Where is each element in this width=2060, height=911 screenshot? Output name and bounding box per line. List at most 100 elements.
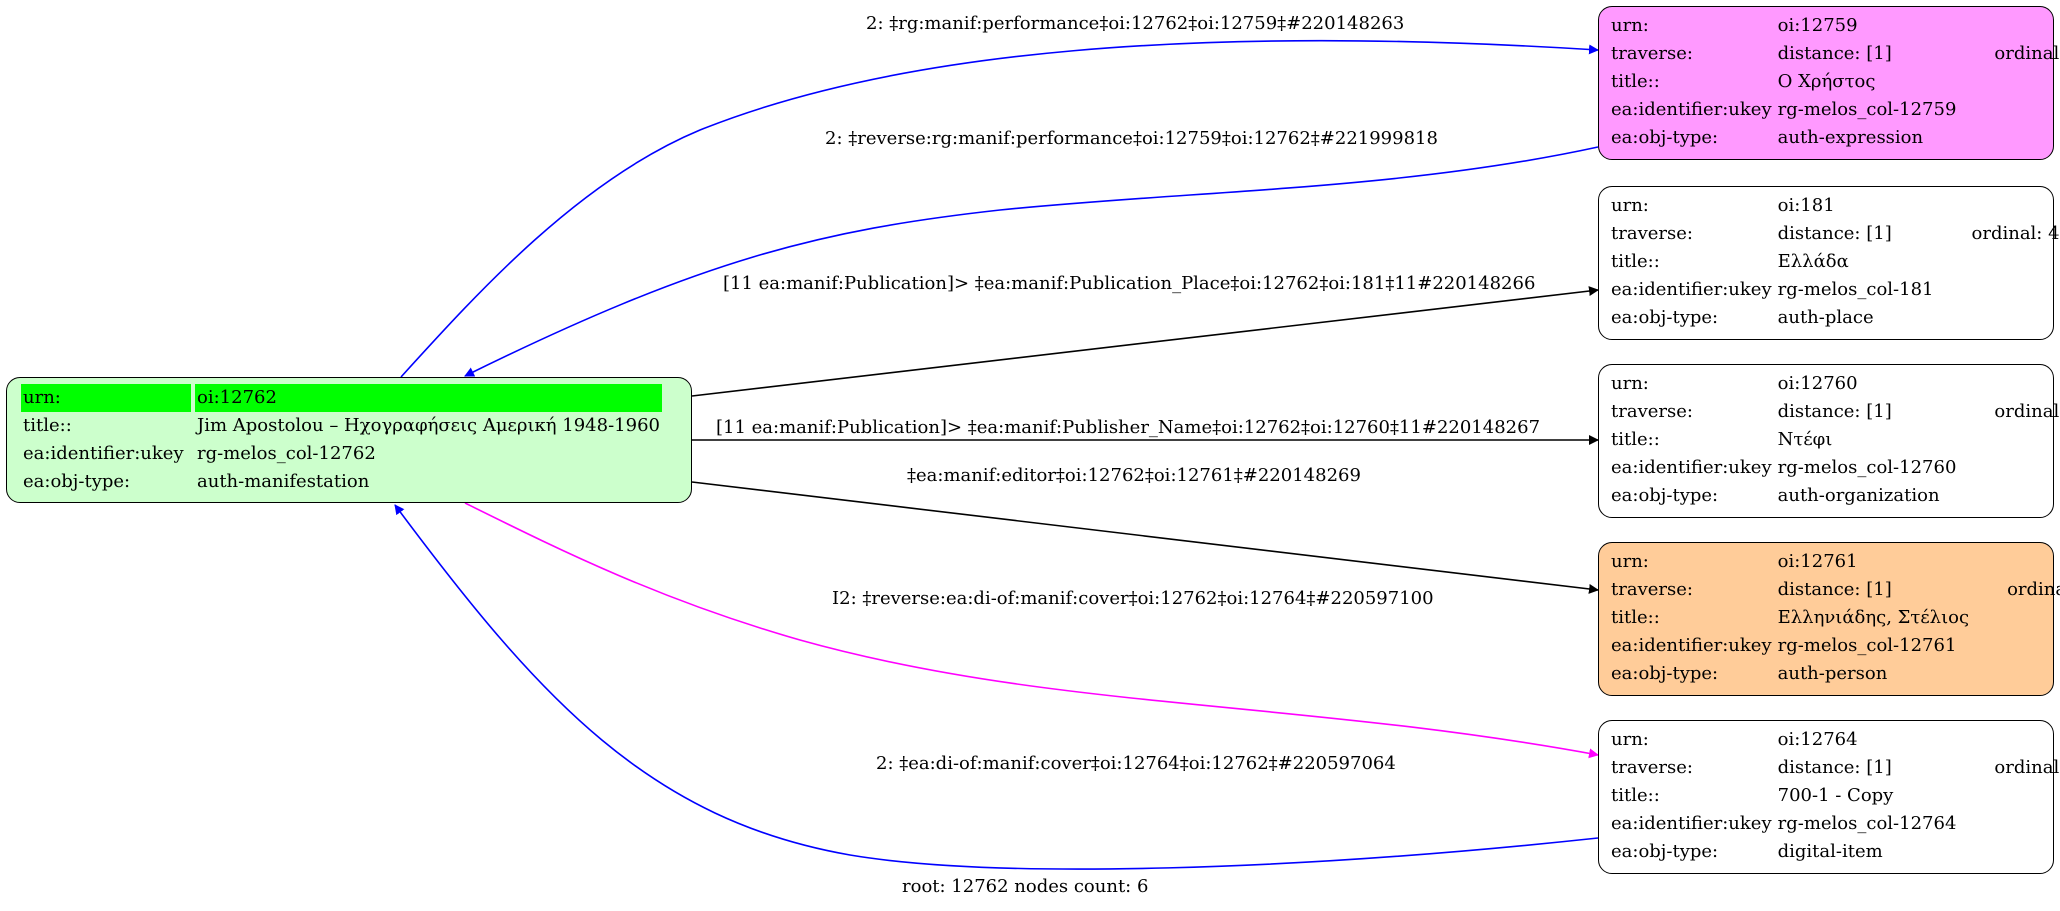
field-key: ea:identifier:ukey: [1611, 99, 1772, 120]
edge-label-publisher-name: [11 ea:manif:Publication]> ‡ea:manif:Pub…: [716, 417, 1541, 438]
field-value: auth-person: [1777, 663, 1888, 684]
field-value: auth-place: [1777, 307, 1874, 328]
row-traverse: traverse: distance: [1] ordinal: 3: [1609, 576, 2060, 604]
field-value: oi:12760: [1777, 373, 1858, 394]
field-value: 700-1 - Copy: [1777, 785, 1894, 806]
field-value: distance: [1]: [1777, 223, 1892, 244]
field-value: distance: [1]: [1777, 401, 1892, 422]
field-key: title::: [23, 415, 72, 436]
row-title: title::Ελληνιάδης, Στέλιος: [1609, 604, 2060, 632]
row-urn: urn:oi:12764: [1609, 726, 2060, 754]
edge-performance: [400, 39, 1599, 378]
root-node[interactable]: urn: oi:12762 title:: Jim Apostolou – Ηχ…: [6, 377, 692, 503]
root-row-urn: urn: oi:12762: [21, 384, 662, 412]
field-value: auth-expression: [1777, 127, 1924, 148]
field-value: oi:12761: [1777, 551, 1858, 572]
row-traverse: traverse:distance: [1]ordinal: 2: [1609, 754, 2060, 782]
field-value: oi:12764: [1777, 729, 1858, 750]
edge-label-cover: 2: ‡ea:di-of:manif:cover‡oi:12764‡oi:127…: [876, 753, 1396, 774]
node-place[interactable]: urn:oi:181 traverse: distance: [1] ordinal:…: [1598, 186, 2060, 340]
field-value: rg-melos_col-181: [1777, 279, 1934, 300]
root-row-ukey: ea:identifier:ukey rg-melos_col-12762: [21, 440, 662, 468]
field-key: ea:identifier:ukey: [1611, 279, 1772, 300]
field-key: urn:: [1611, 551, 1649, 572]
edge-reverse-performance: [464, 146, 1599, 377]
field-key: ea:obj-type:: [1611, 127, 1719, 148]
row-title: title::700-1 - Copy: [1609, 782, 2060, 810]
node-expression[interactable]: urn:oi:12759 traverse: distance: [1] ordina…: [1598, 6, 2060, 160]
field-value: auth-manifestation: [197, 471, 370, 492]
row-type: ea:obj-type: auth-expression: [1609, 124, 2060, 152]
field-key: ea:obj-type:: [1611, 485, 1719, 506]
field-key: title::: [1611, 607, 1660, 628]
row-traverse: traverse:distance: [1]ordinal: 5: [1609, 398, 2060, 426]
ordinal-value: ordinal: 4: [1971, 223, 2060, 244]
field-key: title::: [1611, 429, 1660, 450]
row-urn: urn:oi:181: [1609, 192, 2060, 220]
field-key: ea:identifier:ukey: [1611, 813, 1772, 834]
field-key: ea:obj-type:: [1611, 841, 1719, 862]
field-key: ea:obj-type:: [23, 471, 131, 492]
field-value: Ελλάδα: [1777, 251, 1849, 272]
node-person[interactable]: urn: oi:12761 traverse: distance: [1] ordina…: [1598, 542, 2060, 696]
row-title: title::Ντέφι: [1609, 426, 2060, 454]
field-key: urn:: [21, 384, 191, 412]
field-value: auth-organization: [1777, 485, 1940, 506]
field-value: distance: [1]: [1777, 757, 1892, 778]
ordinal-value: ordinal: 2: [1994, 757, 2060, 778]
field-key: title::: [1611, 785, 1660, 806]
edge-editor: [691, 481, 1599, 594]
field-value: rg-melos_col-12759: [1777, 99, 1957, 120]
row-type: ea:obj-type:digital-item: [1609, 838, 2060, 866]
ordinal-value: ordinal: 3: [2007, 579, 2060, 600]
row-title: title::Ο Χρήστος: [1609, 68, 2060, 96]
field-key: traverse:: [1611, 223, 1693, 244]
field-key: traverse:: [1611, 579, 1693, 600]
ordinal-value: ordinal: 1: [1994, 43, 2060, 64]
field-key: traverse:: [1611, 43, 1693, 64]
graph-footer: root: 12762 nodes count: 6: [902, 876, 1149, 897]
field-value: distance: [1]: [1777, 579, 1892, 600]
field-value: oi:12762: [195, 384, 662, 412]
field-key: ea:identifier:ukey: [1611, 635, 1772, 656]
row-traverse: traverse: distance: [1] ordinal: 1: [1609, 40, 2060, 68]
field-value: rg-melos_col-12760: [1777, 457, 1957, 478]
field-key: ea:obj-type:: [1611, 307, 1719, 328]
field-value: rg-melos_col-12762: [197, 443, 376, 464]
row-urn: urn:oi:12759: [1609, 12, 2060, 40]
field-value: rg-melos_col-12764: [1777, 813, 1957, 834]
row-traverse: traverse: distance: [1] ordinal: 4: [1609, 220, 2060, 248]
root-row-title: title:: Jim Apostolou – Ηχογραφήσεις Αμε…: [21, 412, 662, 440]
edge-label-publication-place: [11 ea:manif:Publication]> ‡ea:manif:Pub…: [723, 273, 1536, 294]
row-type: ea:obj-type: auth-person: [1609, 660, 2060, 688]
edge-label-editor: ‡ea:manif:editor‡oi:12762‡oi:12761‡#2201…: [907, 465, 1361, 486]
field-value: Jim Apostolou – Ηχογραφήσεις Αμερική 194…: [197, 415, 660, 436]
edge-label-performance: 2: ‡rg:manif:performance‡oi:12762‡oi:127…: [866, 13, 1405, 34]
field-value: Ελληνιάδης, Στέλιος: [1777, 607, 1970, 628]
field-value: oi:12759: [1777, 15, 1858, 36]
field-key: ea:identifier:ukey: [1611, 457, 1772, 478]
field-key: ea:identifier:ukey: [23, 443, 184, 464]
field-key: title::: [1611, 251, 1660, 272]
field-key: urn:: [1611, 373, 1649, 394]
root-row-type: ea:obj-type: auth-manifestation: [21, 468, 662, 496]
field-value: distance: [1]: [1777, 43, 1892, 64]
field-value: Ντέφι: [1777, 429, 1833, 450]
field-key: title::: [1611, 71, 1660, 92]
edge-cover: [394, 504, 1599, 870]
edge-reverse-cover: [464, 502, 1599, 759]
field-key: urn:: [1611, 195, 1649, 216]
field-key: ea:obj-type:: [1611, 663, 1719, 684]
row-urn: urn: oi:12761: [1609, 548, 2060, 576]
edge-publication-place: [691, 286, 1599, 397]
edge-label-reverse-performance: 2: ‡reverse:rg:manif:performance‡oi:1275…: [825, 128, 1438, 149]
row-title: title::Ελλάδα: [1609, 248, 2060, 276]
field-key: traverse:: [1611, 401, 1693, 422]
